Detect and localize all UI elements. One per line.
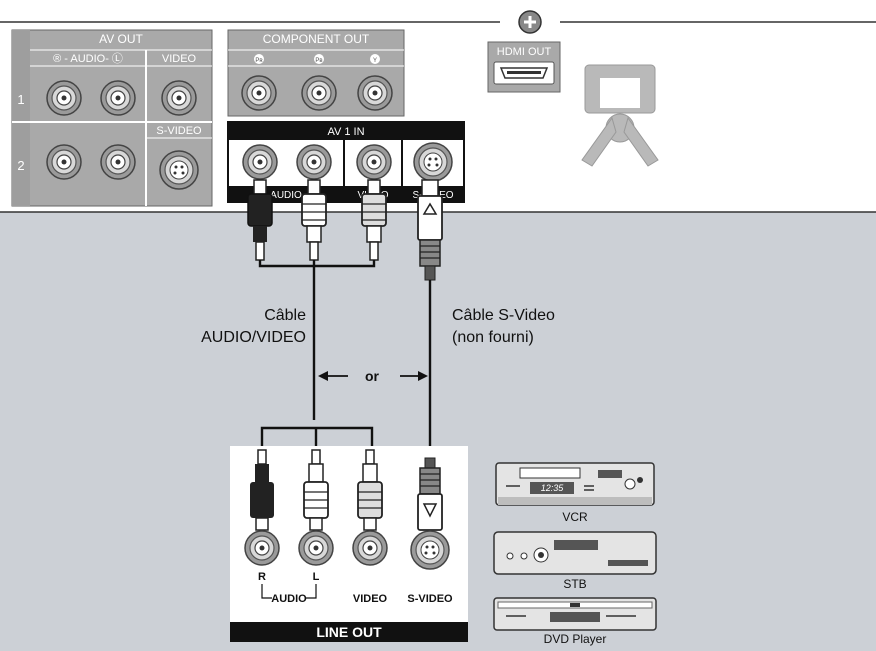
av-out-1-audio-r-jack [46, 80, 82, 116]
dvd-player-device-icon: DVD Player [493, 597, 657, 646]
line-out-svideo-label: S-VIDEO [407, 593, 453, 605]
audio-r-plug-bottom [250, 449, 274, 531]
stb-device-icon: STB [493, 531, 657, 591]
line-out-l-label: L [313, 571, 320, 583]
av-out-audio-label: ® - AUDIO- Ⓛ [53, 52, 123, 65]
line-out-audio-l-jack [298, 530, 334, 566]
av-out-title: AV OUT [99, 32, 143, 46]
or-label: or [365, 368, 380, 384]
line-out-audio-label: AUDIO [271, 593, 307, 605]
component-out-block: COMPONENT OUT Pʀ Pʙ Y [227, 29, 405, 117]
line-out-title: LINE OUT [316, 624, 382, 640]
hdmi-out-label: HDMI OUT [497, 46, 552, 58]
av-out-svideo-label: S-VIDEO [156, 125, 202, 137]
av1-in-audio-l-jack [296, 144, 332, 180]
av-out-row-1-label: 1 [17, 92, 24, 107]
svideo-plug-bottom [417, 457, 443, 531]
screw-icon [518, 10, 542, 34]
hdmi-out-port: HDMI OUT [487, 41, 561, 93]
av-out-2-audio-r-jack [46, 144, 82, 180]
av-out-block: AV OUT ® - AUDIO- Ⓛ VIDEO S-VIDEO 1 2 [11, 29, 213, 207]
component-pr-label: Pʀ [255, 58, 263, 64]
line-out-video-label: VIDEO [353, 593, 388, 605]
vcr-device-icon: 12:35 VCR [495, 462, 655, 524]
av1-in-svideo-jack [413, 142, 453, 182]
audio-l-plug-top [301, 179, 327, 261]
line-out-audio-r-jack [244, 530, 280, 566]
av1-in-audio-label: AUDIO [270, 190, 302, 201]
line-out-panel: LINE OUT [230, 446, 468, 642]
av-out-row-2-label: 2 [17, 158, 24, 173]
av-out-2-svideo-jack [159, 150, 199, 190]
svideo-cable-label-line2: (non fourni) [452, 329, 534, 346]
component-out-title: COMPONENT OUT [263, 32, 370, 46]
audio-l-plug-bottom [303, 449, 329, 531]
av1-in-audio-r-jack [242, 144, 278, 180]
or-arrow: or [318, 368, 428, 384]
video-plug-bottom [357, 449, 383, 531]
line-out-svideo-jack [410, 530, 450, 570]
component-pb-label: Pʙ [315, 58, 322, 64]
av-out-video-label: VIDEO [162, 53, 197, 65]
stb-label: STB [563, 577, 586, 591]
av-out-2-audio-l-jack [100, 144, 136, 180]
dvd-player-label: DVD Player [544, 632, 607, 646]
av-out-1-audio-l-jack [100, 80, 136, 116]
line-out-video-jack [352, 530, 388, 566]
vcr-label: VCR [562, 510, 588, 524]
vcr-display-time: 12:35 [541, 483, 565, 493]
component-pr-jack [241, 75, 277, 111]
component-pb-jack [301, 75, 337, 111]
component-y-jack [357, 75, 393, 111]
cooling-fan-icon [581, 64, 659, 167]
av-cable-label-line2: AUDIO/VIDEO [201, 329, 306, 346]
av-cable-top-plugs [247, 179, 443, 281]
av1-in-title: AV 1 IN [327, 126, 364, 138]
svideo-plug-top [417, 179, 443, 281]
av-cable-label-line1: Câble [264, 307, 306, 324]
component-y-label: Y [373, 58, 377, 64]
av-cable-wires [258, 260, 432, 460]
line-out-r-label: R [258, 571, 266, 583]
av-out-1-video-jack [161, 80, 197, 116]
svideo-cable-label-line1: Câble S-Video [452, 307, 555, 324]
av1-in-video-jack [356, 144, 392, 180]
